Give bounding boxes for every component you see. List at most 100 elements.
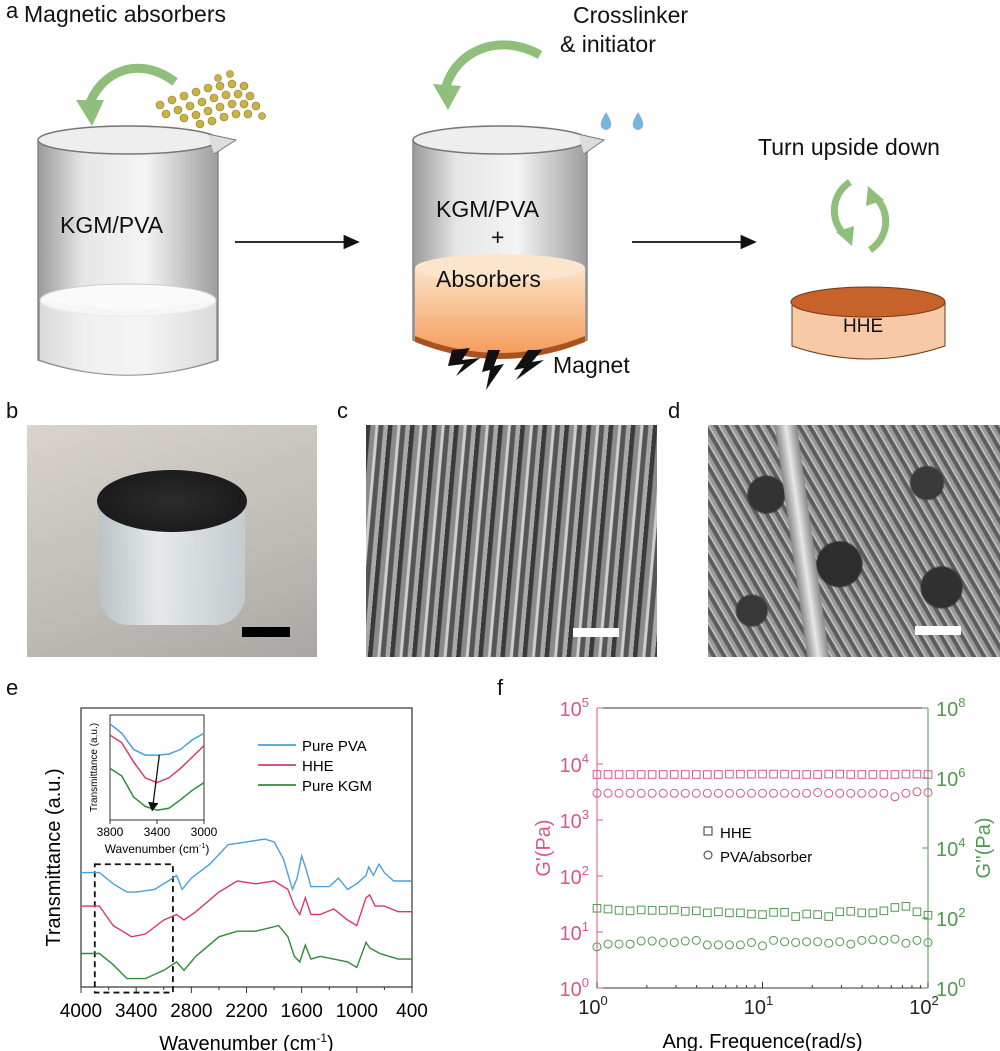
left-y-tick-label: 101 xyxy=(560,919,589,945)
x-tick-label: 3400 xyxy=(115,1001,157,1022)
data-point-square xyxy=(912,907,922,917)
inset-frame xyxy=(109,714,205,821)
hhe-disk-label: HHE xyxy=(843,316,884,337)
data-point-square xyxy=(703,770,712,779)
data-point-square xyxy=(857,908,867,918)
data-point-square xyxy=(658,770,668,779)
data-point-circle xyxy=(735,788,745,798)
particles-icon xyxy=(155,70,266,129)
data-point-circle xyxy=(702,788,712,798)
data-point-circle xyxy=(912,935,922,945)
data-point-square xyxy=(636,770,646,779)
x-tick-label: 2800 xyxy=(170,1001,212,1022)
data-point-square xyxy=(791,912,800,921)
data-point-square xyxy=(758,769,767,779)
data-point-circle xyxy=(901,938,911,948)
data-point-circle xyxy=(713,788,723,798)
data-point-circle xyxy=(879,788,889,798)
data-point-circle xyxy=(868,935,878,945)
inset-series-line xyxy=(109,734,205,784)
data-point-square xyxy=(614,906,624,915)
data-point-square xyxy=(780,908,789,917)
data-point-square xyxy=(890,903,900,912)
data-point-square xyxy=(901,902,911,911)
data-point-circle xyxy=(647,788,657,798)
data-point-circle xyxy=(868,788,878,798)
data-point-circle xyxy=(669,937,679,947)
data-point-circle xyxy=(923,937,933,947)
series-line-hhe xyxy=(81,880,412,938)
data-point-circle xyxy=(758,788,767,798)
data-point-square xyxy=(669,770,679,779)
data-point-circle xyxy=(603,939,613,949)
highlight-box xyxy=(93,863,174,994)
legend-marker-square xyxy=(703,826,713,836)
data-point-circle xyxy=(713,940,723,950)
data-point-circle xyxy=(912,787,922,797)
x-axis-label: Ang. Frequence(rad/s) xyxy=(662,1031,862,1051)
x-tick-label: 1600 xyxy=(281,1001,323,1022)
data-point-square xyxy=(868,908,878,918)
data-point-circle xyxy=(769,788,779,798)
x-tick-label: 102 xyxy=(909,993,938,1019)
data-point-square xyxy=(603,904,613,914)
data-point-square xyxy=(647,770,657,779)
data-point-circle xyxy=(835,788,845,798)
data-point-square xyxy=(846,770,856,779)
data-point-square xyxy=(625,770,635,779)
data-point-circle xyxy=(813,937,823,947)
data-point-circle xyxy=(802,788,812,798)
x-tick-label: 1000 xyxy=(336,1001,378,1022)
beaker2-plus: + xyxy=(491,224,505,250)
beaker-icon xyxy=(412,125,606,359)
data-point-circle xyxy=(901,788,911,798)
data-point-square xyxy=(736,769,745,779)
data-point-square xyxy=(769,769,778,779)
right-y-axis-label: G''(Pa) xyxy=(973,818,995,879)
data-point-circle xyxy=(592,788,602,798)
data-point-square xyxy=(703,908,712,918)
magnetic-absorbers-label: Magnetic absorbers xyxy=(24,1,226,27)
initiator-label: & initiator xyxy=(560,31,656,57)
beaker2-label: KGM/PVA xyxy=(436,196,540,222)
panel-label-e: e xyxy=(6,675,19,700)
data-point-square xyxy=(592,770,602,779)
hhe-disk-icon xyxy=(790,286,946,360)
data-point-square xyxy=(780,769,789,779)
panel-label-d: d xyxy=(668,398,681,423)
left-y-tick-label: 102 xyxy=(560,863,589,889)
data-point-circle xyxy=(614,939,624,949)
inset-series-line xyxy=(109,723,205,756)
data-point-square xyxy=(813,770,822,779)
data-point-circle xyxy=(846,939,856,949)
data-point-square xyxy=(714,770,723,779)
left-y-tick-label: 105 xyxy=(560,695,589,721)
inset-x-tick-label: 3400 xyxy=(144,825,171,839)
sem-image-c xyxy=(366,425,657,657)
legend-label: PVA/absorber xyxy=(720,849,812,866)
data-point-circle xyxy=(835,937,845,947)
data-point-circle xyxy=(857,935,867,945)
data-point-circle xyxy=(724,940,734,950)
data-point-square xyxy=(824,769,834,779)
data-point-circle xyxy=(746,937,756,947)
series-line-pure-pva xyxy=(81,838,412,893)
panel-label-f: f xyxy=(497,675,504,700)
data-point-square xyxy=(658,906,668,915)
inset-x-tick-label: 3000 xyxy=(191,825,218,839)
data-point-square xyxy=(813,910,822,919)
data-point-circle xyxy=(780,788,790,798)
data-point-circle xyxy=(791,788,801,798)
data-point-circle xyxy=(791,937,801,947)
right-y-tick-label: 106 xyxy=(936,765,965,791)
crosslinker-label: Crosslinker xyxy=(573,2,689,28)
data-point-circle xyxy=(603,788,613,798)
inset-arrow xyxy=(148,755,160,812)
panel-label-a: a xyxy=(6,0,19,23)
data-point-square xyxy=(901,769,911,779)
data-point-circle xyxy=(702,940,712,950)
data-point-square xyxy=(680,907,690,916)
data-point-circle xyxy=(846,788,856,798)
series-line-pure-kgm xyxy=(81,924,412,980)
